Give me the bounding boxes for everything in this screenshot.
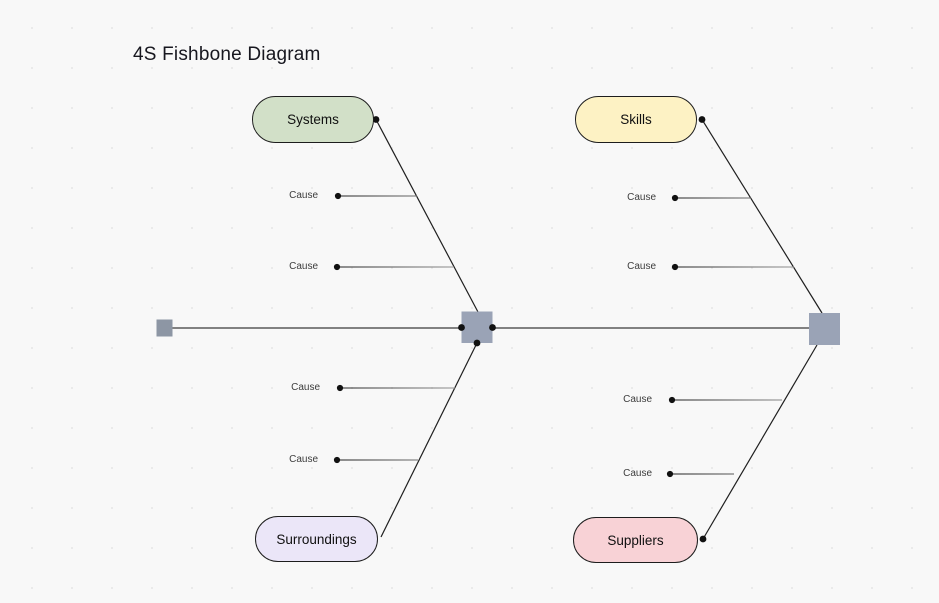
cause-label-systems-1[interactable]: Cause bbox=[289, 190, 318, 201]
cause-dot bbox=[666, 470, 674, 478]
connector-dot-center-right bbox=[489, 324, 496, 331]
cause-label-skills-1[interactable]: Cause bbox=[627, 192, 656, 203]
diagram-title: 4S Fishbone Diagram bbox=[133, 44, 321, 65]
category-label-skills: Skills bbox=[620, 112, 652, 127]
cause-dot bbox=[333, 456, 341, 464]
cause-dot bbox=[671, 194, 679, 202]
spine-head-node[interactable] bbox=[809, 313, 840, 345]
cause-label-suppliers-1[interactable]: Cause bbox=[623, 394, 652, 405]
cause-dot bbox=[333, 263, 341, 271]
category-pill-suppliers[interactable]: Suppliers bbox=[573, 517, 698, 563]
cause-dot bbox=[336, 384, 344, 392]
cause-dot bbox=[671, 263, 679, 271]
cause-label-skills-2[interactable]: Cause bbox=[627, 261, 656, 272]
connector-dot-center-bottom bbox=[473, 339, 481, 347]
connector-dot-systems bbox=[372, 116, 380, 123]
bone-skills bbox=[701, 119, 823, 314]
spine-tail-node[interactable] bbox=[156, 319, 173, 337]
category-label-suppliers: Suppliers bbox=[607, 532, 664, 548]
cause-dot bbox=[334, 192, 342, 200]
cause-label-suppliers-2[interactable]: Cause bbox=[623, 468, 652, 479]
spine-center-node[interactable] bbox=[461, 311, 493, 344]
cause-dot bbox=[668, 396, 676, 404]
connector-dot-suppliers bbox=[699, 535, 707, 543]
cause-label-systems-2[interactable]: Cause bbox=[289, 261, 318, 272]
cause-label-surroundings-2[interactable]: Cause bbox=[289, 454, 318, 465]
category-pill-systems[interactable]: Systems bbox=[252, 96, 374, 143]
category-pill-surroundings[interactable]: Surroundings bbox=[255, 516, 378, 562]
connector-dot-center-left bbox=[458, 324, 465, 331]
cause-label-surroundings-1[interactable]: Cause bbox=[291, 382, 320, 393]
category-pill-skills[interactable]: Skills bbox=[575, 96, 697, 143]
bone-systems bbox=[375, 119, 479, 313]
category-label-surroundings: Surroundings bbox=[276, 531, 357, 547]
bone-suppliers bbox=[702, 344, 818, 540]
bone-surroundings bbox=[380, 342, 478, 538]
connector-dot-skills bbox=[698, 116, 706, 123]
category-label-systems: Systems bbox=[287, 112, 339, 127]
